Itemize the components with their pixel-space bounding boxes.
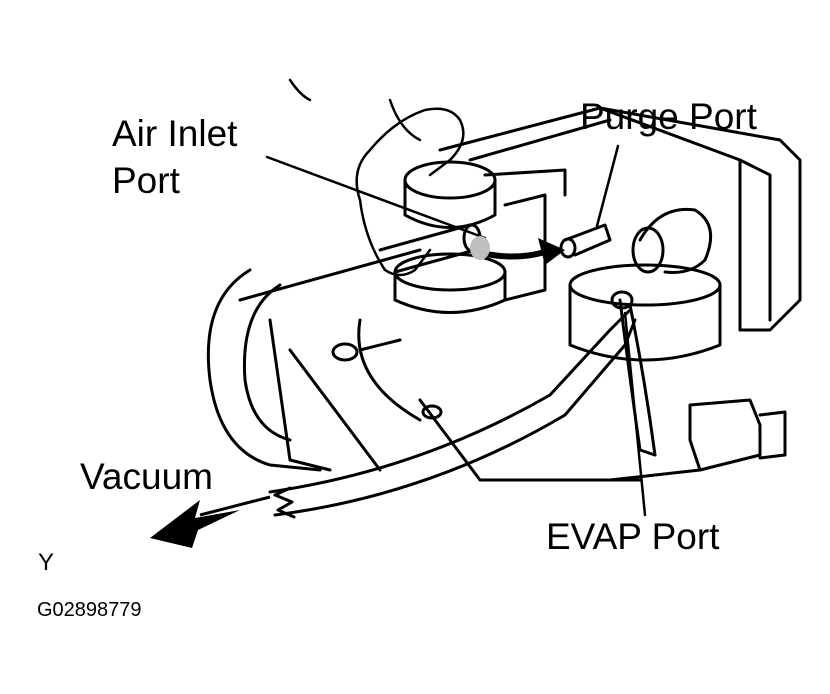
air-inlet-port-label-line1: Air Inlet	[112, 113, 238, 154]
housing-plate	[238, 248, 642, 482]
canister-body	[438, 106, 802, 332]
purge-port-nipple	[559, 223, 612, 259]
purge-port-label: Purge Port	[580, 96, 757, 137]
airflow-arrow	[469, 236, 565, 265]
hand-finger	[288, 78, 465, 277]
air-inlet-port-label-line2: Port	[112, 160, 180, 201]
air-inlet-tube	[378, 223, 482, 274]
vacuum-arrow	[150, 495, 271, 548]
evap-valve	[568, 263, 722, 362]
canister-cap	[631, 207, 713, 274]
vacuum-label: Vacuum	[80, 456, 213, 497]
vacuum-hose	[268, 308, 637, 519]
corner-mark: Y	[38, 549, 55, 576]
evap-port-label: EVAP Port	[546, 516, 720, 557]
screws	[331, 342, 443, 420]
figure-code: G02898779	[37, 599, 142, 621]
hose-loop	[206, 268, 422, 472]
electrical-connector	[608, 398, 787, 482]
leader-lines	[265, 144, 647, 517]
